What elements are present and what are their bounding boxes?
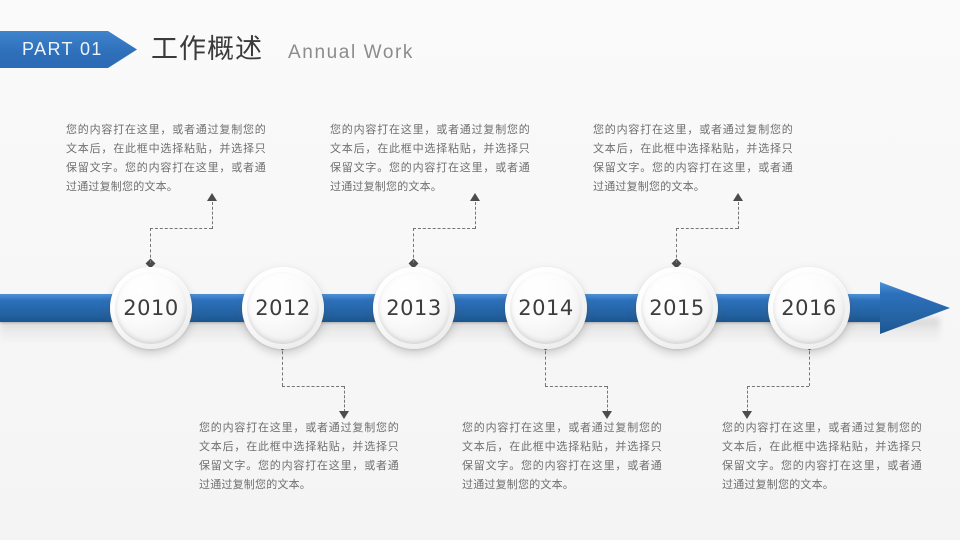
connector-line-vertical [607, 386, 608, 412]
connector-line-horizontal [545, 386, 607, 387]
timeline-node-year: 2014 [518, 296, 574, 320]
connector-line-vertical [344, 386, 345, 412]
timeline-node-year: 2010 [123, 296, 179, 320]
content-block-2013: 您的内容打在这里，或者通过复制您的文本后，在此框中选择粘贴，并选择只保留文字。您… [330, 123, 530, 193]
part-badge-label: PART 01 [22, 39, 103, 59]
page-subtitle: Annual Work [288, 42, 415, 63]
connector-line-vertical [212, 202, 213, 229]
content-block-2010: 您的内容打在这里，或者通过复制您的文本后，在此框中选择粘贴，并选择只保留文字。您… [66, 123, 266, 193]
connector-line-vertical [475, 202, 476, 229]
connector-line-horizontal [747, 386, 809, 387]
timeline-node-2013[interactable]: 2013 [373, 267, 455, 349]
connector-line-horizontal [413, 228, 475, 229]
content-block-2014: 您的内容打在这里，或者通过复制您的文本后，在此框中选择粘贴，并选择只保留文字。您… [462, 421, 662, 491]
connector-line-vertical [809, 346, 810, 386]
page-title: 工作概述 [151, 34, 263, 65]
timeline-node-2012[interactable]: 2012 [242, 267, 324, 349]
timeline-node-2015[interactable]: 2015 [636, 267, 718, 349]
connector-line-vertical [676, 228, 677, 263]
content-block-2016: 您的内容打在这里，或者通过复制您的文本后，在此框中选择粘贴，并选择只保留文字。您… [722, 421, 922, 491]
timeline-node-year: 2013 [386, 296, 442, 320]
content-block-2012: 您的内容打在这里，或者通过复制您的文本后，在此框中选择粘贴，并选择只保留文字。您… [199, 421, 399, 491]
connector-line-horizontal [282, 386, 344, 387]
connector-line-horizontal [150, 228, 212, 229]
timeline-node-2014[interactable]: 2014 [505, 267, 587, 349]
connector-line-vertical [150, 228, 151, 263]
connector-line-vertical [282, 346, 283, 386]
timeline-node-year: 2015 [649, 296, 705, 320]
connector-line-vertical [738, 202, 739, 229]
connector-line-vertical [545, 346, 546, 386]
part-badge[interactable]: PART 01 [0, 31, 137, 68]
timeline-node-2010[interactable]: 2010 [110, 267, 192, 349]
timeline-node-year: 2016 [781, 296, 837, 320]
connector-line-vertical [413, 228, 414, 263]
connector-line-vertical [747, 386, 748, 412]
timeline-node-2016[interactable]: 2016 [768, 267, 850, 349]
connector-line-horizontal [676, 228, 738, 229]
timeline-node-year: 2012 [255, 296, 311, 320]
content-block-2015: 您的内容打在这里，或者通过复制您的文本后，在此框中选择粘贴，并选择只保留文字。您… [593, 123, 793, 193]
